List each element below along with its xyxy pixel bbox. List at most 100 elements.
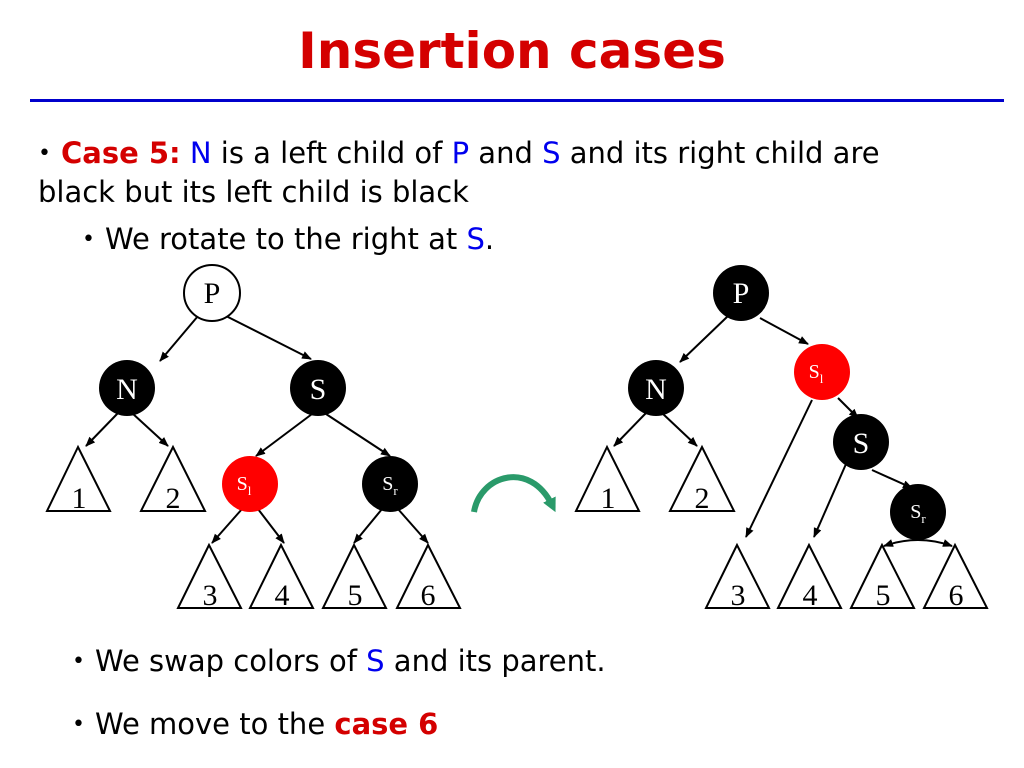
edge [325, 413, 391, 457]
subtree-4: 4 [248, 542, 315, 612]
edge [613, 412, 647, 447]
node-sr: Sr [362, 456, 418, 512]
node-p: P [713, 265, 769, 321]
node-label: Sr [382, 473, 398, 498]
subtree-label: 3 [731, 579, 746, 612]
edge [255, 413, 313, 457]
edge [813, 463, 847, 538]
case5-text3: and its right child are [560, 136, 880, 170]
subtree-label: 1 [601, 482, 616, 515]
node-label: S [310, 373, 327, 406]
bullet-glyph: • [72, 649, 85, 674]
node-n: N [99, 360, 155, 416]
node-label: Sr [910, 501, 926, 526]
rotate-end: . [484, 222, 495, 256]
node-letter: S [910, 501, 921, 523]
subtree-3: 3 [176, 542, 243, 612]
title-divider [30, 99, 1004, 102]
edge [211, 508, 243, 544]
node-subscript: l [820, 371, 824, 386]
node-sl: Sl [222, 456, 278, 512]
bullet-glyph: • [82, 227, 95, 252]
bullet-rotate: • We rotate to the right at S. [82, 220, 494, 262]
edge [883, 539, 953, 547]
rotate-arrow-icon [471, 474, 556, 513]
case5-label: Case 5: [60, 136, 181, 170]
move-case: case 6 [334, 707, 439, 741]
left-tree: 1 2 3 4 5 6 P N [45, 264, 462, 612]
subtree-2: 2 [139, 444, 207, 515]
node-subscript: r [921, 511, 926, 526]
subtree-label: 2 [695, 482, 710, 515]
case5-text1: is a left child of [211, 136, 452, 170]
node-letter: S [382, 473, 393, 495]
subtree-5: 5 [849, 542, 916, 612]
edge [257, 508, 285, 544]
node-label: P [204, 277, 221, 310]
subtree-2: 2 [668, 444, 736, 515]
node-label: N [645, 373, 667, 406]
subtree-label: 1 [72, 482, 87, 515]
subtree-label: 6 [949, 579, 964, 612]
case5-line2: black but its left child is black [38, 175, 469, 209]
subtree-1: 1 [574, 444, 641, 515]
edge [759, 317, 809, 345]
edge [225, 315, 312, 360]
node-subscript: l [248, 483, 252, 498]
swap-text1: We swap colors of [94, 644, 367, 678]
subtree-label: 5 [348, 579, 363, 612]
subtree-6: 6 [395, 542, 462, 612]
node-p: P [183, 264, 241, 322]
right-tree: 1 2 3 4 5 6 P N [574, 265, 989, 612]
subtree-6: 6 [922, 542, 989, 612]
node-label: N [116, 373, 138, 406]
edge [679, 315, 729, 363]
subtree-3: 3 [704, 542, 771, 612]
case5-n: N [189, 136, 212, 170]
bullet-glyph: • [38, 141, 51, 166]
node-label: Sl [809, 361, 824, 386]
page-title: Insertion cases [298, 22, 726, 80]
swap-text2: and its parent. [384, 644, 606, 678]
node-subscript: r [393, 483, 398, 498]
node-label: Sl [237, 473, 252, 498]
subtree-label: 6 [421, 579, 436, 612]
edge [661, 412, 698, 447]
bullet-case5-line1: • Case 5: N is a left child of P and S an… [38, 134, 880, 176]
bullet-swap: • We swap colors of S and its parent. [72, 642, 606, 684]
edge [85, 412, 119, 447]
bullet-glyph: • [72, 712, 85, 737]
subtree-label: 4 [803, 579, 818, 612]
subtree-label: 4 [275, 579, 290, 612]
edge [871, 469, 913, 489]
edge [131, 412, 169, 447]
subtree-label: 3 [203, 579, 218, 612]
node-letter: S [809, 361, 820, 383]
edge [745, 399, 813, 538]
node-letter: S [237, 473, 248, 495]
case5-s: S [542, 136, 561, 170]
subtree-4: 4 [776, 542, 843, 612]
bullet-move: • We move to the case 6 [72, 705, 438, 747]
bullet-case5-line2: black but its left child is black [38, 173, 469, 211]
swap-s: S [366, 644, 385, 678]
case5-text2: and [469, 136, 543, 170]
subtree-5: 5 [321, 542, 388, 612]
node-sl: Sl [794, 344, 850, 400]
rotate-s: S [466, 222, 485, 256]
edge [397, 508, 429, 544]
edge [353, 508, 383, 544]
node-n: N [628, 360, 684, 416]
case5-p: P [451, 136, 470, 170]
node-s: S [290, 360, 346, 416]
subtree-label: 5 [876, 579, 891, 612]
subtree-label: 2 [166, 482, 181, 515]
node-sr: Sr [890, 484, 946, 540]
node-s: S [833, 414, 889, 470]
edge [837, 397, 859, 419]
edge [159, 315, 199, 362]
rotate-text: We rotate to the right at [104, 222, 467, 256]
move-text: We move to the [94, 707, 335, 741]
node-label: P [733, 277, 750, 310]
